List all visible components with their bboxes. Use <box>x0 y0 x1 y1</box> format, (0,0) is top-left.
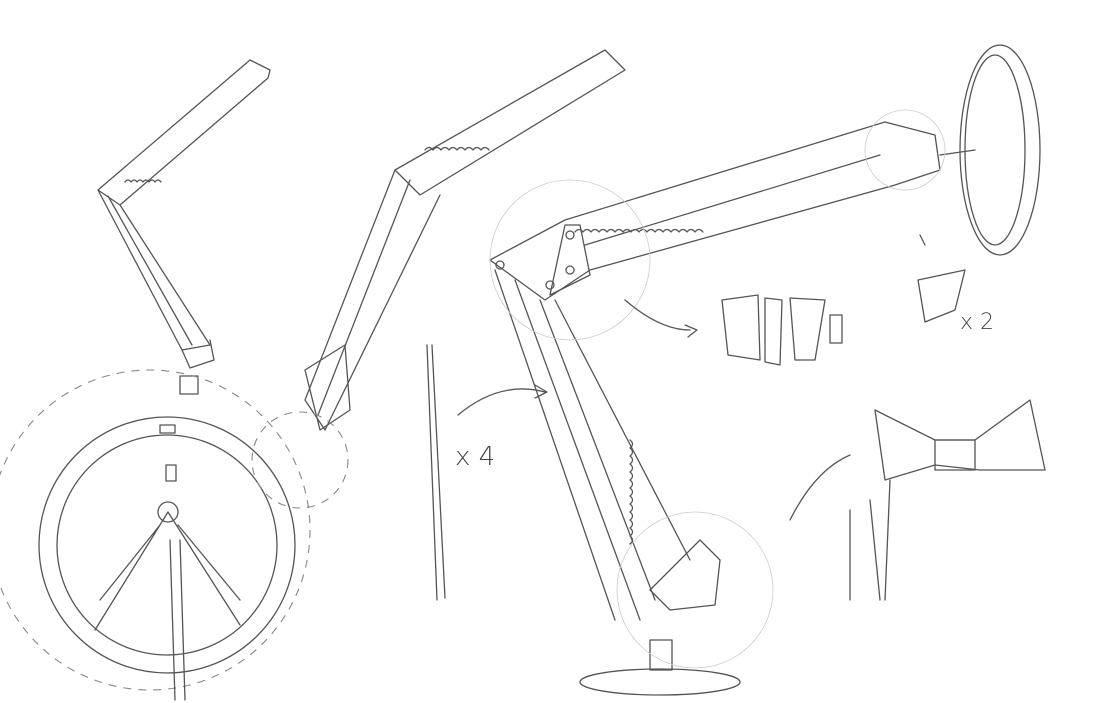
multiplier-x2-label: x 2 <box>960 310 995 335</box>
sketch-arm-small <box>97 59 271 395</box>
sketch-wheel <box>0 369 311 701</box>
sketch-lamp-main <box>489 44 1041 696</box>
sketch-arm-medium <box>251 49 626 509</box>
multiplier-x4-label: x 4 <box>455 442 496 472</box>
sketch-rod <box>426 344 548 601</box>
sketch-plates <box>624 234 1046 601</box>
